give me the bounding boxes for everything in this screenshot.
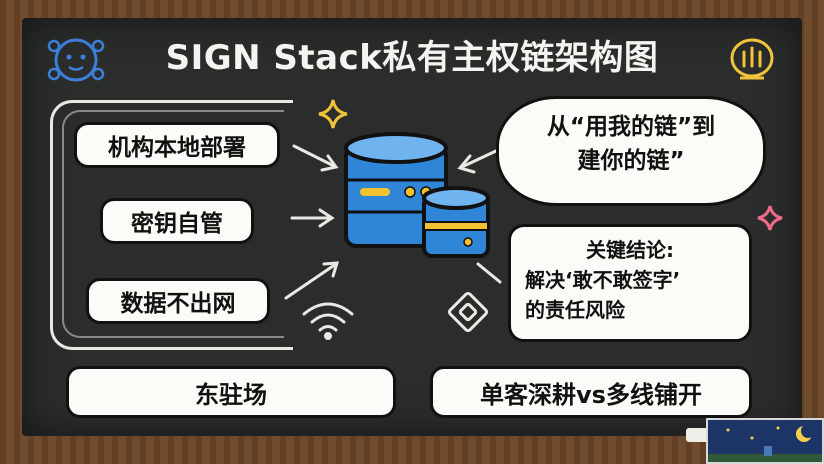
item-local-deploy: 机构本地部署 bbox=[74, 122, 280, 168]
bot-icon bbox=[49, 40, 103, 80]
cloud-line-1: 从“用我的链”到 bbox=[496, 110, 766, 144]
moon-icon bbox=[708, 420, 824, 464]
hand-icon bbox=[732, 40, 772, 78]
sparkle-icon bbox=[758, 206, 782, 230]
bottom-right-label: 单客深耕vs多线铺开 bbox=[430, 366, 752, 418]
cloud-text: 从“用我的链”到 建你的链” bbox=[496, 110, 766, 178]
wifi-icon bbox=[304, 304, 352, 339]
conclusion-heading: 关键结论: bbox=[525, 235, 735, 265]
tag-icon bbox=[448, 292, 488, 332]
bottom-left-label: 东驻场 bbox=[66, 366, 396, 418]
night-thumbnail bbox=[706, 418, 824, 464]
conclusion-note: 关键结论: 解决‘敢不敢签字’ 的责任风险 bbox=[508, 224, 752, 342]
database-icon-small bbox=[424, 188, 488, 256]
conclusion-line-2: 的责任风险 bbox=[525, 295, 735, 325]
cloud-line-2: 建你的链” bbox=[496, 144, 766, 178]
item-key-custody: 密钥自管 bbox=[100, 198, 254, 244]
item-data-local: 数据不出网 bbox=[86, 278, 270, 324]
sparkle-icon bbox=[319, 100, 347, 128]
conclusion-line-1: 解决‘敢不敢签字’ bbox=[525, 265, 735, 295]
